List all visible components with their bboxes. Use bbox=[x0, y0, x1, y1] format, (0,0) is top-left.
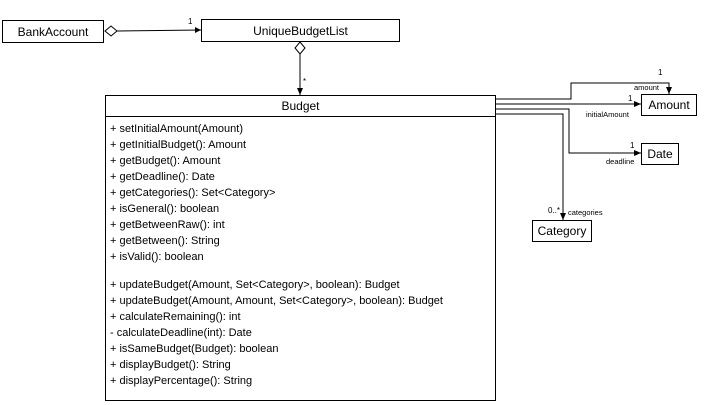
budget-method: + displayPercentage(): String bbox=[110, 375, 253, 387]
arrowhead-to-list bbox=[195, 27, 201, 33]
amount-assoc-line bbox=[496, 82, 670, 100]
arrowhead-initial-amount bbox=[634, 101, 641, 107]
amount-role-label: amount bbox=[634, 83, 660, 92]
arrowhead-date bbox=[634, 150, 641, 156]
aggregation-diamond-bank bbox=[104, 25, 118, 37]
budget-class-title: Budget bbox=[106, 96, 495, 117]
arrowhead-amount bbox=[666, 87, 672, 94]
budget-method: + isValid(): boolean bbox=[110, 251, 204, 263]
budget-method: + displayBudget(): String bbox=[110, 359, 231, 371]
initial-amount-multiplicity: 1 bbox=[628, 94, 633, 103]
arrowhead-category bbox=[560, 213, 566, 220]
category-class: Category bbox=[532, 220, 592, 242]
deadline-role-label: deadline bbox=[606, 157, 635, 166]
methods-gap bbox=[110, 265, 495, 277]
budget-method: + isSameBudget(Budget): boolean bbox=[110, 343, 279, 355]
aggregation-diamond-list bbox=[294, 41, 306, 55]
budget-method: + getBetweenRaw(): int bbox=[110, 219, 225, 231]
budget-methods-group-2: + updateBudget(Amount, Set<Category>, bo… bbox=[110, 277, 495, 389]
arrowhead-to-budget bbox=[297, 88, 303, 95]
budget-method: + updateBudget(Amount, Amount, Set<Categ… bbox=[110, 295, 443, 307]
budget-method: + getCategories(): Set<Category> bbox=[110, 187, 276, 199]
budget-methods-group-1: + setInitialAmount(Amount) + getInitialBu… bbox=[110, 121, 495, 265]
budget-method: + getBudget(): Amount bbox=[110, 155, 221, 167]
deadline-line bbox=[496, 108, 641, 154]
categories-multiplicity: 0..* bbox=[548, 206, 561, 215]
date-class: Date bbox=[641, 143, 679, 165]
deadline-multiplicity: 1 bbox=[630, 141, 635, 150]
categories-role-label: categories bbox=[568, 208, 603, 217]
budget-method: + setInitialAmount(Amount) bbox=[110, 123, 243, 135]
unique-budget-list-class: UniqueBudgetList bbox=[201, 19, 400, 42]
budget-methods: + setInitialAmount(Amount) + getInitialBu… bbox=[106, 117, 495, 389]
list-to-budget-multiplicity: * bbox=[303, 77, 307, 86]
bank-to-list-line bbox=[116, 29, 202, 32]
budget-method: - calculateDeadline(int): Date bbox=[110, 327, 252, 339]
budget-method: + isGeneral(): boolean bbox=[110, 203, 220, 215]
categories-line bbox=[496, 113, 564, 220]
amount-class: Amount bbox=[641, 94, 697, 116]
budget-method: + calculateRemaining(): int bbox=[110, 311, 241, 323]
bank-account-class: BankAccount bbox=[2, 20, 104, 43]
budget-method: + getBetween(): String bbox=[110, 235, 220, 247]
budget-method: + updateBudget(Amount, Set<Category>, bo… bbox=[110, 279, 400, 291]
bank-to-list-multiplicity: 1 bbox=[188, 17, 193, 26]
budget-class: Budget + setInitialAmount(Amount) + getIn… bbox=[105, 95, 496, 401]
budget-method: + getInitialBudget(): Amount bbox=[110, 139, 247, 151]
budget-method: + getDeadline(): Date bbox=[110, 171, 215, 183]
amount-multiplicity: 1 bbox=[658, 68, 663, 77]
initial-amount-role-label: initialAmount bbox=[586, 110, 629, 119]
